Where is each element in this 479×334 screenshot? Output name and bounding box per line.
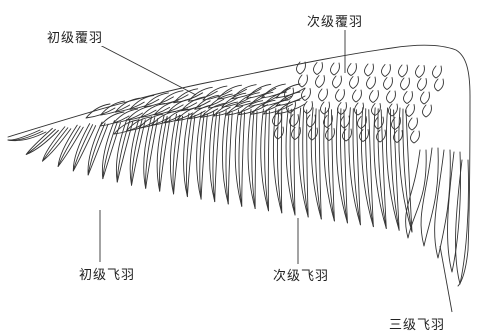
flight-feathers — [8, 108, 412, 232]
secondary-feather — [210, 111, 220, 201]
secondary-feather — [184, 113, 195, 196]
covert-feather — [433, 66, 442, 78]
covert-feather — [423, 105, 432, 117]
covert-feather — [304, 102, 313, 114]
covert-feather — [418, 79, 427, 91]
covert-feather — [319, 89, 328, 101]
secondary-feather — [399, 108, 412, 232]
covert-feather — [336, 90, 345, 102]
covert-feather — [384, 78, 393, 90]
covert-feather — [326, 129, 335, 141]
secondary-feather — [324, 108, 335, 221]
secondary-feather — [374, 108, 386, 229]
covert-feather — [416, 66, 425, 78]
label-secondaries: 次级飞羽 — [272, 265, 330, 284]
covert-feather — [273, 114, 282, 126]
secondary-covert-feathers — [273, 62, 444, 143]
secondary-feather — [361, 108, 373, 227]
secondary-feather — [386, 108, 399, 230]
primary-feather — [58, 125, 83, 166]
covert-feather — [372, 104, 381, 116]
covert-feather — [309, 128, 318, 140]
tertial-feather — [448, 152, 461, 272]
covert-feather — [406, 105, 415, 117]
covert-feather — [302, 89, 311, 101]
leader-tertials — [440, 246, 452, 312]
feather-shaft — [252, 110, 255, 208]
covert-feather — [435, 79, 444, 91]
secondary-feather — [349, 108, 361, 225]
covert-feather — [276, 92, 305, 106]
covert-feather — [401, 78, 410, 90]
covert-feather — [389, 104, 398, 116]
covert-feather — [411, 131, 420, 143]
primary-feather — [170, 114, 182, 194]
covert-feather — [333, 76, 342, 88]
label-primaries: 初级飞羽 — [78, 264, 136, 283]
feather-shaft — [73, 125, 92, 171]
covert-feather — [404, 92, 413, 104]
covert-feather — [382, 65, 391, 77]
tertial-feather — [456, 160, 469, 284]
covert-feather — [370, 91, 379, 103]
feather-shaft — [43, 128, 68, 161]
covert-feather — [331, 63, 340, 75]
covert-feather — [188, 87, 217, 101]
covert-feather — [360, 130, 369, 142]
feather-shaft — [239, 111, 242, 206]
covert-feather — [307, 115, 316, 127]
covert-feather — [316, 76, 325, 88]
secondary-feather — [197, 112, 208, 199]
label-primary-coverts: 初级覆羽 — [46, 27, 104, 46]
covert-feather — [343, 129, 352, 141]
tertial-feather — [421, 148, 438, 246]
covert-feather — [275, 127, 284, 139]
covert-feather — [338, 103, 347, 115]
covert-feather — [314, 63, 323, 75]
tertial-feathers — [406, 148, 469, 284]
covert-feather — [387, 91, 396, 103]
covert-feather — [299, 75, 308, 87]
covert-feather — [409, 118, 418, 130]
secondary-feather — [336, 108, 347, 223]
covert-feather — [399, 65, 408, 77]
covert-feather — [350, 77, 359, 89]
covert-feather — [365, 64, 374, 76]
covert-feather — [353, 90, 362, 102]
covert-feather — [348, 64, 357, 76]
feather-shaft — [26, 129, 55, 154]
label-tertials: 三级飞羽 — [388, 314, 446, 333]
leader-primary-coverts — [94, 42, 196, 95]
covert-feather — [367, 77, 376, 89]
label-secondary-coverts: 次级覆羽 — [306, 11, 364, 30]
primary-feather — [102, 121, 120, 179]
covert-feather — [421, 92, 430, 104]
covert-feather — [341, 116, 350, 128]
feather-shaft — [186, 114, 192, 196]
